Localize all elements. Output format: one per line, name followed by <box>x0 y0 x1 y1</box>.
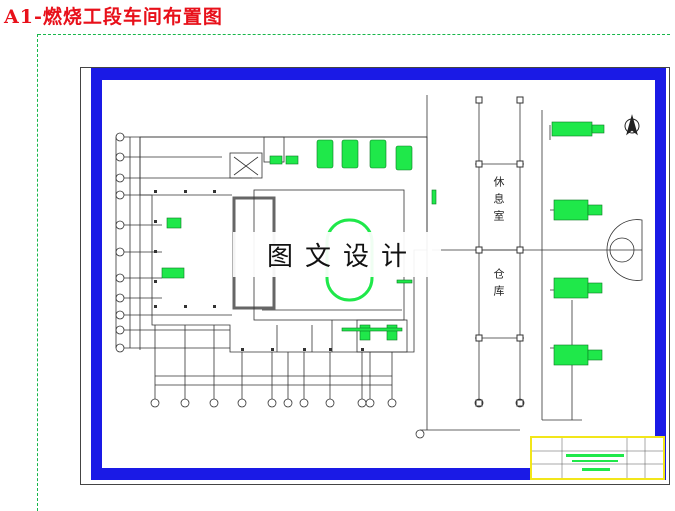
guide-dash-top <box>38 34 670 35</box>
axis-bubble <box>299 398 309 408</box>
blue-border-frame <box>91 68 666 480</box>
fan-assembly <box>553 277 603 299</box>
axis-bubble <box>237 398 247 408</box>
axis-bubble <box>115 152 125 162</box>
pump-room <box>356 319 408 353</box>
axis-bubble <box>180 398 190 408</box>
green-pipe <box>396 279 413 284</box>
green-pipe <box>341 327 403 332</box>
axis-bubble <box>115 325 125 335</box>
pump <box>359 324 371 341</box>
watermark-text: 图文设计 <box>266 242 419 272</box>
axis-bubble <box>387 398 397 408</box>
axis-bubble <box>325 398 335 408</box>
axis-bubble <box>209 398 219 408</box>
boiler-unit <box>341 139 359 169</box>
axis-bubble <box>115 220 125 230</box>
axis-bubble <box>115 132 125 142</box>
title-block <box>530 436 665 480</box>
fan-assembly <box>553 199 603 221</box>
plant-layout-drawing <box>115 95 643 439</box>
fan-housing <box>606 219 643 281</box>
rest-room-label: 休息室 <box>492 176 505 227</box>
control-room <box>229 152 263 179</box>
axis-bubble <box>415 429 425 439</box>
axis-bubble <box>115 293 125 303</box>
guide-dash-left <box>37 34 38 511</box>
watermark-box: 图文设计 <box>233 232 441 277</box>
axis-bubble <box>115 173 125 183</box>
axis-bubble <box>115 273 125 283</box>
axis-bubble <box>115 343 125 353</box>
axis-bubble <box>283 398 293 408</box>
small-equipment <box>269 155 283 165</box>
title-block-grid <box>532 438 663 478</box>
valve-green <box>431 189 437 205</box>
axis-bubble <box>267 398 277 408</box>
pump <box>386 324 398 341</box>
blower-unit <box>166 217 182 229</box>
fan-assembly <box>551 121 605 137</box>
axis-bubble <box>357 398 367 408</box>
drawing-title: A1-燃烧工段车间布置图 <box>4 6 223 28</box>
north-arrow-icon <box>624 114 640 136</box>
boiler-unit <box>316 139 334 169</box>
warehouse-label: 仓库 <box>492 268 505 302</box>
axis-bubble <box>115 247 125 257</box>
axis-bubble <box>150 398 160 408</box>
axis-bubble <box>115 190 125 200</box>
boiler-unit <box>369 139 387 169</box>
axis-bubble <box>365 398 375 408</box>
blower-unit <box>161 267 185 279</box>
axis-bubble <box>115 310 125 320</box>
small-equipment <box>285 155 299 165</box>
boiler-unit <box>395 145 413 171</box>
fan-assembly <box>553 344 603 366</box>
